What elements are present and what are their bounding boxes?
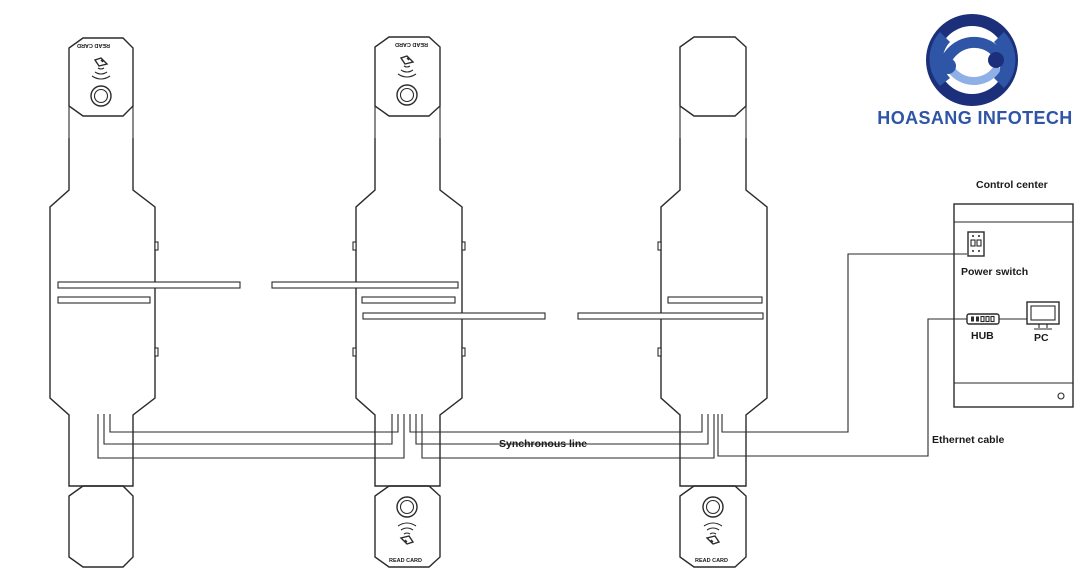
turnstile-3-bottom-cap xyxy=(679,485,747,568)
turnstile-1-arm-lower xyxy=(57,296,151,304)
turnstile-2-top-cap xyxy=(374,36,441,117)
cabinet-power-led xyxy=(1057,392,1065,400)
pc-label: PC xyxy=(1034,332,1049,344)
hub-icon xyxy=(966,313,1000,325)
turnstile-2-card-reader-label-top: READ CARD xyxy=(395,41,428,47)
power-switch-icon xyxy=(967,231,985,257)
turnstile-1: READ CARD xyxy=(49,37,241,568)
turnstile-3-top-cap xyxy=(679,36,747,117)
turnstile-2-arm-left xyxy=(271,281,459,289)
turnstile-2-body xyxy=(355,138,463,487)
turnstile-3-arm-upper xyxy=(667,296,763,304)
turnstile-1-bottom-cap xyxy=(68,485,134,568)
power-switch-label: Power switch xyxy=(961,266,1028,278)
turnstile-1-top-cap xyxy=(68,37,134,117)
control-center-label: Control center xyxy=(976,179,1048,191)
turnstile-3-button xyxy=(702,496,724,518)
hoasang-logo-text: HOASANG INFOTECH xyxy=(877,108,1073,128)
card-reader-icon xyxy=(397,55,417,78)
turnstile-3: READ CARD xyxy=(577,36,768,568)
turnstile-1-arm-upper xyxy=(57,281,241,289)
synchronous-line-label: Synchronous line xyxy=(499,438,587,450)
turnstile-1-card-reader-label: READ CARD xyxy=(77,42,110,48)
synchronous-line-1-2 xyxy=(103,414,393,445)
hoasang-logo-mark xyxy=(926,14,1018,106)
turnstile-1-body xyxy=(49,138,156,487)
card-reader-icon xyxy=(397,522,417,545)
control-center-cabinet: Control center Power switch HUB xyxy=(953,179,1074,408)
synchronous-line-2-3 xyxy=(415,414,709,445)
ethernet-cable-line xyxy=(717,318,967,457)
turnstile-2-arm-right xyxy=(362,312,546,320)
turnstile-3-card-reader-label: READ CARD xyxy=(695,558,728,564)
turnstile-2-arm-mid xyxy=(361,296,456,304)
turnstile-2-button-top xyxy=(396,84,418,106)
turnstile-3-arm-lower xyxy=(577,312,764,320)
turnstile-2-card-reader-label-bottom: READ CARD xyxy=(389,558,422,564)
card-reader-icon xyxy=(703,522,723,545)
wiring xyxy=(97,253,967,459)
power-line xyxy=(721,253,967,433)
ethernet-cable-label: Ethernet cable xyxy=(932,434,1005,446)
turnstile-2: READ CARD READ CARD xyxy=(271,36,546,568)
turnstile-2-button-bottom xyxy=(396,496,418,518)
pc-monitor-icon xyxy=(1026,301,1060,330)
hub-label: HUB xyxy=(971,330,994,342)
card-reader-icon xyxy=(91,57,111,80)
turnstile-1-button xyxy=(90,85,112,107)
turnstile-2-bottom-cap xyxy=(374,485,441,568)
